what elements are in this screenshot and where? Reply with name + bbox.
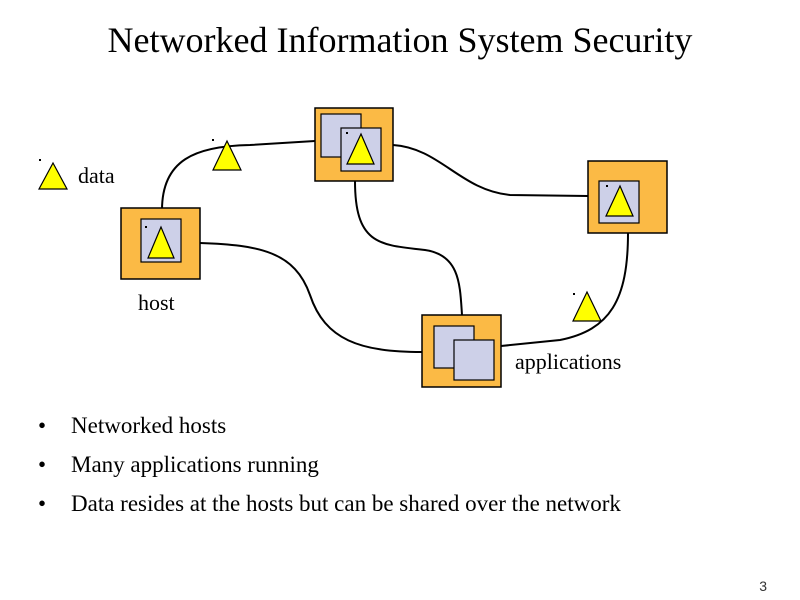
data-triangle-icon — [212, 139, 242, 171]
bullet-item: Data resides at the hosts but can be sha… — [38, 484, 621, 523]
label-host: host — [138, 290, 175, 315]
link-top-bottom — [354, 180, 463, 316]
data-in-transit-right — [572, 290, 602, 322]
data-triangle-icon — [605, 184, 634, 217]
host-right — [587, 160, 668, 234]
legend-data-triangle — [37, 159, 69, 190]
bullet-item: Many applications running — [38, 445, 621, 484]
page-number: 3 — [759, 578, 767, 594]
host-top — [314, 107, 394, 182]
label-applications: applications — [515, 349, 622, 374]
network-links — [161, 140, 629, 353]
host-bottom — [421, 314, 502, 388]
data-triangle-icon — [572, 290, 602, 322]
data-in-transit-top — [212, 139, 242, 171]
data-triangle-icon — [37, 161, 69, 190]
data-triangle-icon — [147, 225, 175, 259]
bullet-list: Networked hosts Many applications runnin… — [38, 406, 621, 523]
link-right-bottom — [500, 232, 629, 347]
host-left — [120, 207, 201, 280]
link-left-top — [161, 140, 316, 211]
data-triangle-icon — [346, 132, 375, 165]
slide-title: Networked Information System Security — [107, 20, 693, 60]
legend-label-data: data — [78, 163, 115, 188]
bullet-item: Networked hosts — [38, 406, 621, 445]
link-left-bottom — [199, 242, 423, 353]
link-top-right — [392, 144, 589, 197]
